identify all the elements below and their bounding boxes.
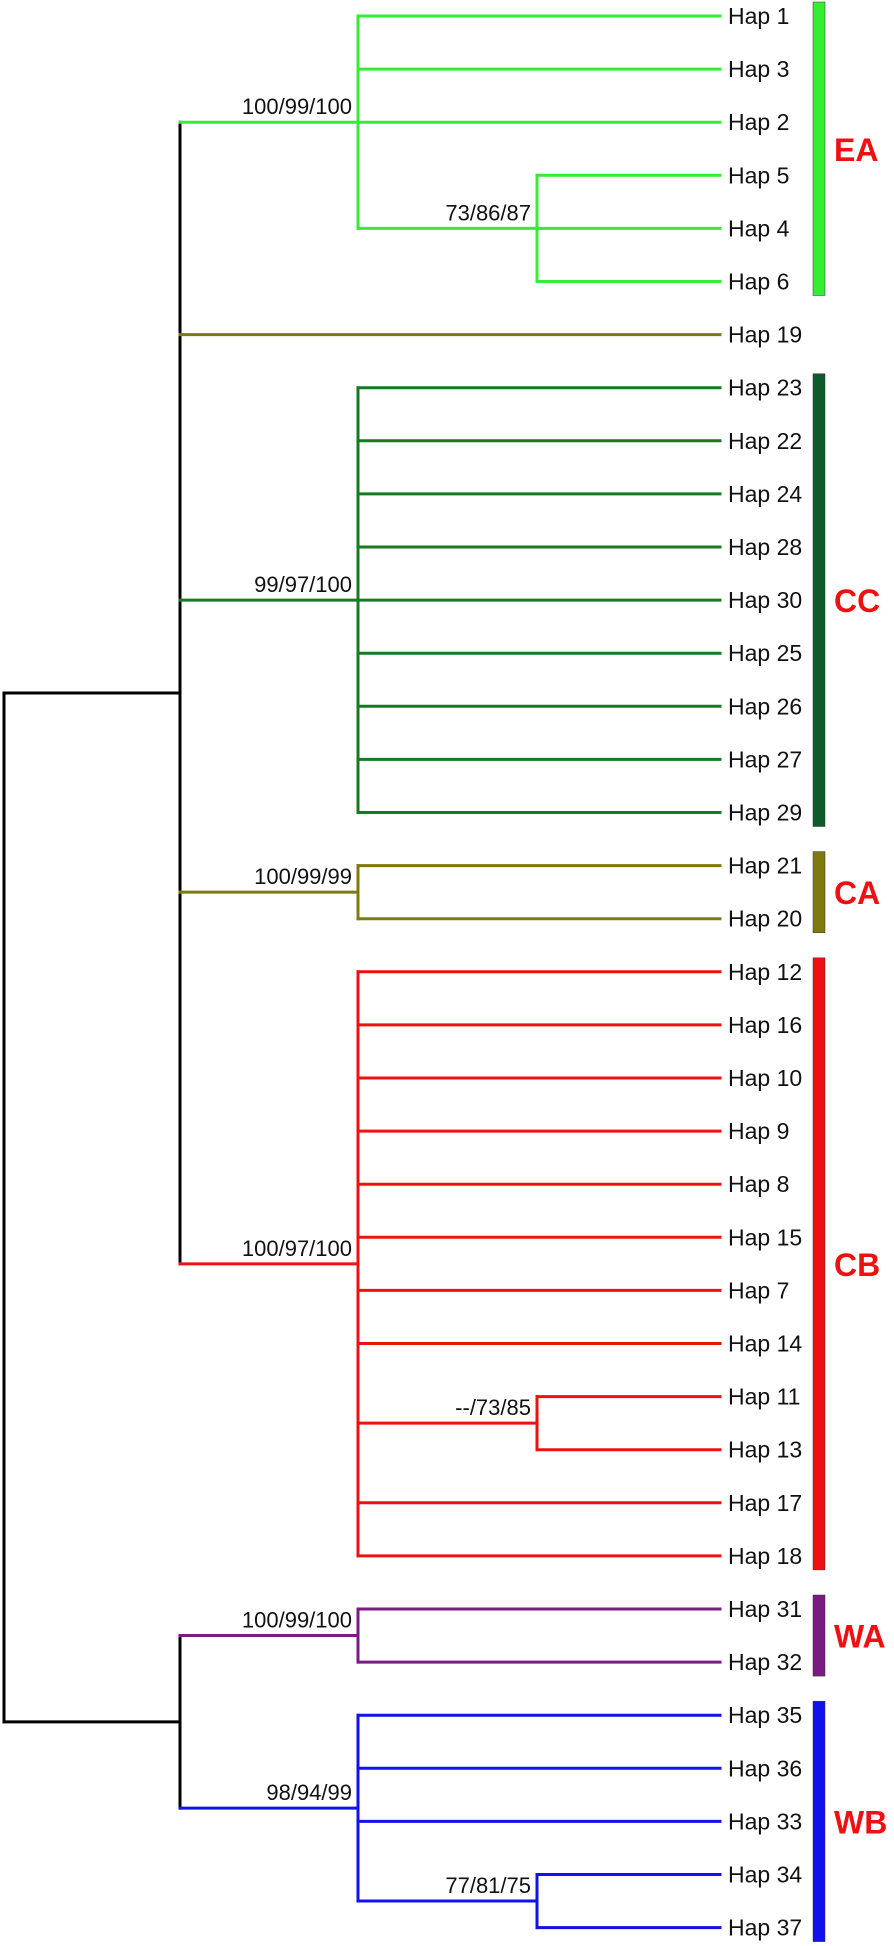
clade-bar-ea bbox=[812, 1, 826, 296]
tip-label: Hap 14 bbox=[728, 1331, 802, 1357]
support-value: 99/97/100 bbox=[254, 572, 352, 597]
tip-label: Hap 1 bbox=[728, 3, 789, 29]
tip-label: Hap 23 bbox=[728, 375, 802, 401]
tip-label: Hap 36 bbox=[728, 1755, 802, 1781]
tip-label: Hap 34 bbox=[728, 1862, 802, 1888]
tip-label: Hap 37 bbox=[728, 1915, 802, 1941]
clade-bar-wb bbox=[812, 1700, 826, 1942]
clade-bar-ca bbox=[812, 851, 826, 933]
tip-label: Hap 30 bbox=[728, 587, 802, 613]
clade-bar-wa bbox=[812, 1594, 826, 1677]
tip-label: Hap 3 bbox=[728, 56, 789, 82]
support-value: 100/99/100 bbox=[242, 94, 352, 119]
tip-label: Hap 11 bbox=[728, 1384, 800, 1410]
tip-label: Hap 22 bbox=[728, 428, 802, 454]
support-value: 77/81/75 bbox=[445, 1873, 531, 1898]
clade-label-ea: EA bbox=[834, 132, 878, 168]
tip-label: Hap 4 bbox=[728, 215, 790, 241]
tip-label: Hap 16 bbox=[728, 1012, 802, 1038]
tip-label: Hap 20 bbox=[728, 906, 802, 932]
tip-label: Hap 13 bbox=[728, 1437, 802, 1463]
tip-label: Hap 28 bbox=[728, 534, 802, 560]
support-value: 73/86/87 bbox=[445, 200, 531, 225]
clade-bars: EA CC CA CB WA WB bbox=[812, 1, 887, 1942]
tip-label: Hap 31 bbox=[728, 1596, 802, 1622]
tip-label: Hap 10 bbox=[728, 1065, 802, 1091]
tip-label: Hap 8 bbox=[728, 1171, 789, 1197]
support-value: 100/99/99 bbox=[254, 864, 352, 889]
tip-label: Hap 19 bbox=[728, 322, 802, 348]
tip-label: Hap 29 bbox=[728, 800, 802, 826]
clade-label-wa: WA bbox=[834, 1619, 886, 1655]
tip-label: Hap 15 bbox=[728, 1224, 802, 1250]
tip-labels: Hap 1 Hap 3 Hap 2 Hap 5 Hap 4 Hap 6 Hap 19 Hap … bbox=[728, 3, 802, 1941]
tip-label: Hap 25 bbox=[728, 640, 802, 666]
tip-label: Hap 32 bbox=[728, 1649, 802, 1675]
tip-label: Hap 27 bbox=[728, 746, 802, 772]
support-value: 100/97/100 bbox=[242, 1236, 352, 1261]
tip-label: Hap 33 bbox=[728, 1808, 802, 1834]
tip-label: Hap 7 bbox=[728, 1277, 789, 1303]
clade-bar-cb bbox=[812, 957, 826, 1571]
clade-label-cb: CB bbox=[834, 1247, 880, 1283]
tip-label: Hap 17 bbox=[728, 1490, 802, 1516]
support-values: 100/92/99100/99/10073/86/8799/97/100100/… bbox=[242, 94, 531, 1898]
tip-label: Hap 26 bbox=[728, 693, 802, 719]
tip-label: Hap 9 bbox=[728, 1118, 789, 1144]
tip-label: Hap 5 bbox=[728, 162, 789, 188]
tree-branches bbox=[2, 14, 722, 1930]
support-value: 98/94/99 bbox=[266, 1780, 352, 1805]
clade-label-ca: CA bbox=[834, 875, 880, 911]
support-value: 100/99/100 bbox=[242, 1608, 352, 1633]
tip-label: Hap 24 bbox=[728, 481, 802, 507]
tip-label: Hap 12 bbox=[728, 959, 802, 985]
clade-bar-cc bbox=[812, 373, 826, 827]
tip-label: Hap 6 bbox=[728, 269, 789, 295]
support-value: --/73/85 bbox=[455, 1395, 531, 1420]
clade-label-cc: CC bbox=[834, 583, 880, 619]
tip-label: Hap 35 bbox=[728, 1702, 802, 1728]
tip-label: Hap 21 bbox=[728, 853, 802, 879]
tip-label: Hap 18 bbox=[728, 1543, 802, 1569]
clade-label-wb: WB bbox=[834, 1804, 887, 1840]
tip-label: Hap 2 bbox=[728, 109, 789, 135]
